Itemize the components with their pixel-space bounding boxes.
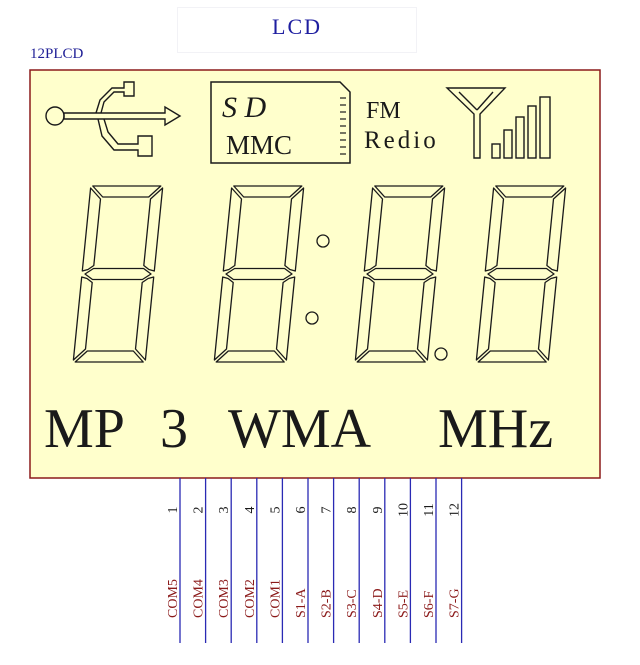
digit-3-segment-d xyxy=(356,350,426,363)
digit-1-segment-e xyxy=(72,276,93,361)
sd-label: S D xyxy=(222,91,267,124)
digit-4-segment-g xyxy=(487,267,555,281)
pin-3-signal-label: COM3 xyxy=(217,579,232,618)
digit-2-segment-c xyxy=(275,276,296,361)
diagram-title: LCD xyxy=(272,14,322,39)
pin-8-number: 8 xyxy=(345,507,360,514)
decimal-point xyxy=(434,347,448,361)
pin-9-signal-label: S4-D xyxy=(371,588,386,618)
signal-strength-icon xyxy=(491,96,551,159)
pin-5-signal-label: COM1 xyxy=(268,579,283,618)
pin-10-signal-label: S5-E xyxy=(396,590,411,618)
pin-6-signal-label: S1-A xyxy=(294,588,309,618)
three-label: 3 xyxy=(160,398,188,460)
mp-label: MP xyxy=(44,398,125,460)
digit-4-segment-c xyxy=(537,276,558,361)
digit-4-segment-d xyxy=(477,350,547,363)
digit-4-segment-f xyxy=(484,187,505,272)
radio-label: Redio xyxy=(364,127,439,154)
pin-7-signal-label: S2-B xyxy=(320,589,335,618)
digit-3-segment-e xyxy=(354,276,375,361)
pin-2-signal-label: COM4 xyxy=(192,579,207,618)
mmc-label: MMC xyxy=(226,130,292,160)
pin-10-number: 10 xyxy=(396,503,411,517)
digit-2-segment-a xyxy=(233,185,303,198)
pin-12-signal-label: S7-G xyxy=(448,588,463,618)
title-box xyxy=(178,8,416,52)
part-label: 12PLCD xyxy=(30,46,84,62)
usb-icon xyxy=(45,81,182,157)
sd-card-icon xyxy=(210,81,351,164)
pin-1-signal-label: COM5 xyxy=(166,579,181,618)
lcd-panel xyxy=(29,69,601,479)
pin-8-signal-label: S3-C xyxy=(345,589,360,618)
wma-label: WMA xyxy=(228,398,372,460)
digit-3-segment-a xyxy=(374,185,444,198)
pin-11-number: 11 xyxy=(422,503,437,516)
pin-7-number: 7 xyxy=(320,507,335,514)
pin-3-number: 3 xyxy=(217,507,232,514)
pin-11-signal-label: S6-F xyxy=(422,591,437,618)
digit-2-segment-d xyxy=(215,350,285,363)
digit-1-segment-f xyxy=(81,187,102,272)
digit-1-segment-d xyxy=(74,350,144,363)
digit-1-segment-c xyxy=(134,276,155,361)
pin-9-number: 9 xyxy=(371,507,386,514)
pin-5-number: 5 xyxy=(268,507,283,514)
digit-4-segment-a xyxy=(495,185,565,198)
digit-3-segment-c xyxy=(416,276,437,361)
digit-3-segment-g xyxy=(366,267,434,281)
digit-2-segment-f xyxy=(222,187,243,272)
mhz-label: MHz xyxy=(438,398,553,460)
digit-2-segment-e xyxy=(213,276,234,361)
digit-1-segment-b xyxy=(143,187,164,272)
pin-1-number: 1 xyxy=(166,507,181,514)
digit-1-segment-g xyxy=(84,267,152,281)
digit-2-segment-b xyxy=(284,187,305,272)
digit-3-segment-b xyxy=(425,187,446,272)
seven-segment-display xyxy=(72,185,567,363)
pin-6-number: 6 xyxy=(294,507,309,514)
digit-4-segment-e xyxy=(475,276,496,361)
digit-1-segment-a xyxy=(92,185,162,198)
pin-2-number: 2 xyxy=(192,507,207,514)
digit-3-segment-f xyxy=(363,187,384,272)
pin-4-number: 4 xyxy=(243,507,258,514)
digit-2-segment-g xyxy=(225,267,293,281)
pin-12-number: 12 xyxy=(448,503,463,517)
pin-4-signal-label: COM2 xyxy=(243,579,258,618)
antenna-icon xyxy=(445,87,507,159)
fm-label: FM xyxy=(366,98,401,124)
digit-4-segment-b xyxy=(546,187,567,272)
colon-dots xyxy=(305,234,330,325)
